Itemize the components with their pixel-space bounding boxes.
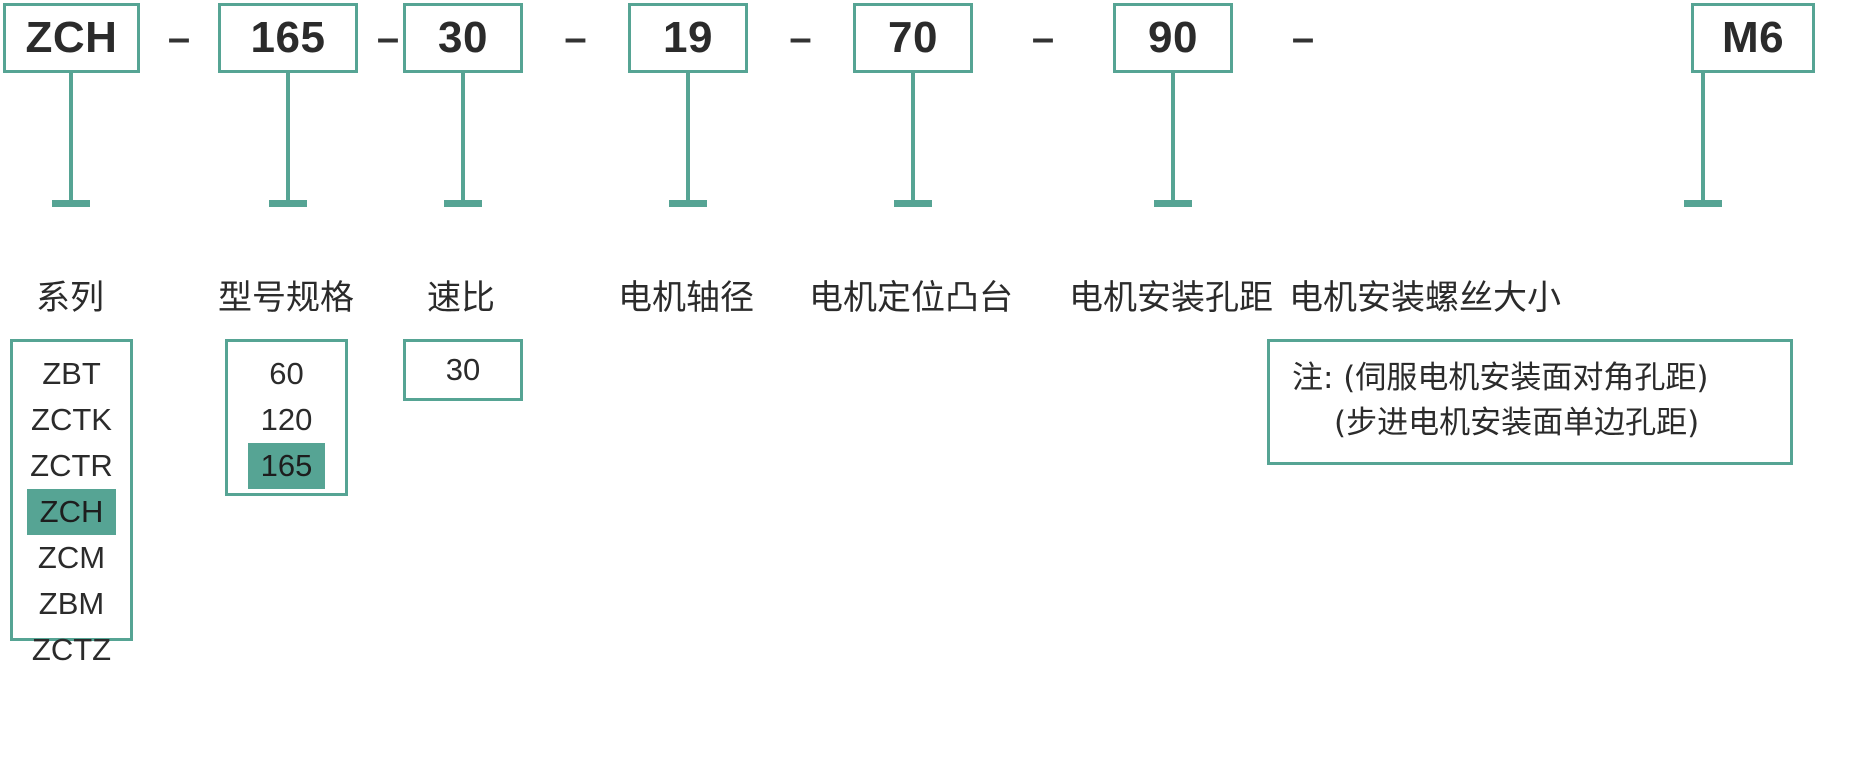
option-item-series-6[interactable]: ZCTZ: [31, 632, 112, 667]
code-separator-1: –: [167, 16, 191, 60]
connector-foot-motor-pilot-boss: [894, 200, 932, 207]
connector-stem-series: [69, 73, 73, 200]
connector-stem-ratio: [461, 73, 465, 200]
code-box-series[interactable]: ZCH: [3, 3, 140, 73]
code-separator-3: –: [564, 16, 587, 60]
field-label-motor-shaft-diameter: 电机轴径: [618, 278, 754, 318]
field-label-motor-pilot-boss: 电机定位凸台: [809, 278, 1013, 318]
option-item-series-5[interactable]: ZBM: [38, 586, 105, 621]
code-box-model-spec[interactable]: 165: [218, 3, 358, 73]
field-label-series: 系列: [36, 278, 104, 318]
option-item-series-2[interactable]: ZCTR: [30, 448, 113, 483]
note-box: 注: (伺服电机安装面对角孔距) (步进电机安装面单边孔距): [1267, 339, 1793, 465]
connector-foot-motor-screw-size: [1684, 200, 1722, 207]
code-separator-6: –: [1291, 16, 1315, 60]
code-separator-4: –: [789, 16, 812, 60]
connector-stem-motor-pilot-boss: [911, 73, 915, 200]
note-line-servo: 注: (伺服电机安装面对角孔距): [1292, 360, 1709, 397]
option-item-model-spec-0[interactable]: 60: [269, 356, 304, 391]
option-item-ratio-0[interactable]: 30: [445, 352, 481, 387]
option-item-model-spec-1[interactable]: 120: [260, 402, 313, 437]
option-item-series-0[interactable]: ZBT: [42, 356, 101, 391]
code-separator-2: –: [376, 16, 400, 60]
field-label-ratio: 速比: [427, 278, 495, 318]
connector-stem-motor-shaft-diameter: [686, 73, 690, 200]
option-list-series[interactable]: ZBT ZCTK ZCTR ZCH ZCM ZBM ZCTZ: [10, 339, 133, 665]
option-item-series-3[interactable]: ZCH: [26, 489, 117, 535]
connector-foot-ratio: [444, 200, 482, 207]
code-box-ratio[interactable]: 30: [403, 3, 523, 73]
note-line-stepper: (步进电机安装面单边孔距): [1334, 405, 1700, 441]
connector-stem-model-spec: [286, 73, 290, 200]
code-separator-5: –: [1031, 16, 1055, 60]
code-box-motor-pilot-boss[interactable]: 70: [853, 3, 973, 73]
connector-foot-motor-hole-spacing: [1154, 200, 1192, 207]
connector-stem-motor-screw-size: [1701, 73, 1705, 200]
connector-foot-model-spec: [269, 200, 307, 207]
option-item-series-4[interactable]: ZCM: [37, 540, 106, 575]
option-item-model-spec-2[interactable]: 165: [247, 443, 326, 489]
connector-stem-motor-hole-spacing: [1171, 73, 1175, 200]
code-box-motor-hole-spacing[interactable]: 90: [1113, 3, 1233, 73]
field-label-model-spec: 型号规格: [218, 278, 354, 318]
code-box-motor-shaft-diameter[interactable]: 19: [628, 3, 748, 73]
code-box-motor-screw-size[interactable]: M6: [1691, 3, 1815, 73]
field-label-motor-hole-spacing: 电机安装孔距: [1069, 278, 1273, 318]
connector-foot-series: [52, 200, 90, 207]
connector-foot-motor-shaft-diameter: [669, 200, 707, 207]
option-list-model-spec[interactable]: 60 120 165: [225, 339, 348, 496]
option-item-series-1[interactable]: ZCTK: [31, 402, 112, 437]
field-label-motor-screw-size: 电机安装螺丝大小: [1289, 278, 1561, 318]
option-list-ratio[interactable]: 30: [403, 339, 523, 401]
